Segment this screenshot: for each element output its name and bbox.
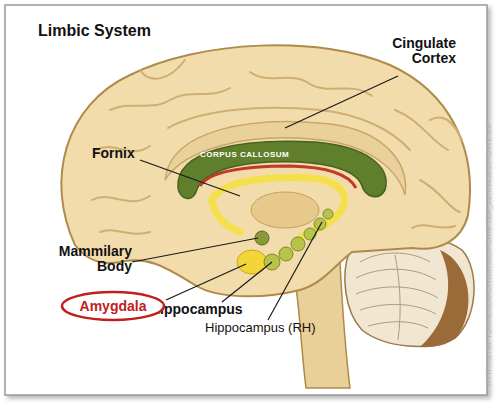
part-label: Hippocampus (RH) [205, 321, 316, 335]
frame [5, 5, 487, 395]
amygdala-shape [237, 250, 267, 274]
node-text: Amygdala [80, 298, 147, 314]
gyri [92, 60, 462, 234]
part-label: Fornix [92, 146, 135, 161]
node-body: Amygdala [60, 290, 166, 322]
diagram-title: Limbic System [38, 22, 151, 40]
leader-lines [132, 76, 398, 320]
structure-label: CORPUS CALLOSUM [200, 151, 289, 160]
corpus-callosum [178, 141, 386, 198]
fornix [212, 178, 345, 238]
fornix-column [212, 200, 240, 232]
ellipse-shape [62, 292, 164, 320]
part-label: Cingulate Cortex [368, 36, 456, 67]
part-label: Mammilary Body [44, 244, 132, 275]
watermark: HTTP://SYMPTOMRESEARCH.NIH.GOV/CHAPTER_2… [485, 122, 493, 386]
hippocampus-shape [264, 209, 333, 270]
cerebellum-folia [356, 253, 438, 340]
cerebellum-cortex [420, 250, 469, 347]
highlight-ellipse: Amygdala [60, 290, 166, 322]
thalamus [251, 192, 319, 228]
